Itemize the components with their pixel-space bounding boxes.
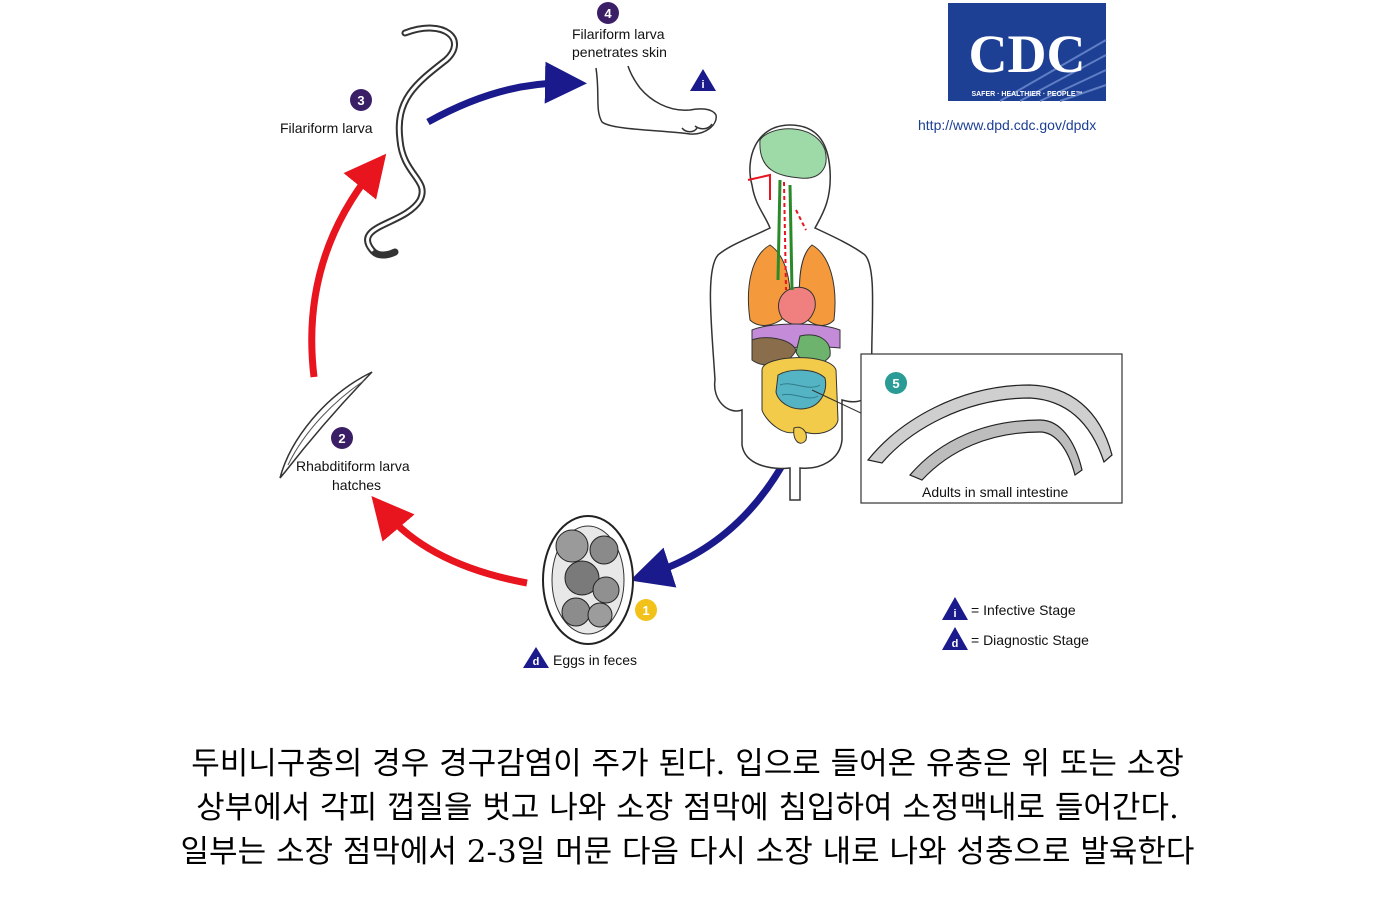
infective-stage-marker-4: i xyxy=(690,69,716,91)
stage-2-label-line2: hatches xyxy=(332,477,381,493)
caption-line-2: 상부에서 각피 껍질을 벗고 나와 소장 점막에 침입하여 소정맥내로 들어간다… xyxy=(196,790,1179,826)
cdc-tagline: SAFER · HEALTHIER · PEOPLE™ xyxy=(971,91,1082,98)
legend-diagnostic-label: = Diagnostic Stage xyxy=(971,632,1089,648)
life-cycle-diagram: 3 Filariform larva 4 Filariform larva pe… xyxy=(279,2,1123,668)
stage-5-number: 5 xyxy=(892,376,899,391)
legend-infective-marker: i xyxy=(942,597,968,620)
intestine-pointer-line xyxy=(811,389,864,415)
stage-3-label: Filariform larva xyxy=(280,120,373,136)
svg-text:d: d xyxy=(533,656,540,668)
svg-text:i: i xyxy=(953,608,956,620)
stage-2-label-line1: Rhabditiform larva xyxy=(296,458,410,474)
arrow-5-to-1 xyxy=(630,453,792,588)
diagnostic-stage-marker-1: d xyxy=(523,647,549,668)
foot-figure xyxy=(595,65,717,135)
stage-1-number: 1 xyxy=(642,603,649,618)
cdc-logo-text: CDC xyxy=(969,24,1086,84)
stage-3-number: 3 xyxy=(357,93,364,108)
arrow-3-to-4 xyxy=(426,61,587,126)
rhabditiform-larva-figure xyxy=(279,371,373,479)
svg-text:d: d xyxy=(952,638,959,650)
stage-3-badge xyxy=(350,89,372,111)
stage-4-label-line1: Filariform larva xyxy=(572,26,665,42)
stage-4-number: 4 xyxy=(604,6,612,21)
arrow-2-to-3 xyxy=(308,153,387,378)
human-body-figure xyxy=(709,124,874,501)
cdc-url: http://www.dpd.cdc.gov/dpdx xyxy=(918,117,1096,133)
legend-infective-label: = Infective Stage xyxy=(971,602,1076,618)
arrow-1-to-2 xyxy=(371,495,528,587)
legend-diagnostic-marker: d xyxy=(942,627,968,650)
filariform-larva-figure xyxy=(364,24,458,259)
caption-line-1: 두비니구충의 경우 경구감염이 주가 된다. 입으로 들어온 유충은 위 또는 … xyxy=(191,746,1184,782)
stage-5-label: Adults in small intestine xyxy=(922,484,1069,500)
stage-1-label: Eggs in feces xyxy=(553,652,637,668)
stage-5-badge xyxy=(885,372,907,394)
stage-2-badge xyxy=(331,427,353,449)
caption-line-3: 일부는 소장 점막에서 2-3일 머문 다음 다시 소장 내로 나와 성충으로 … xyxy=(180,834,1195,870)
legend: i = Infective Stage d = Diagnostic Stage xyxy=(942,597,1089,650)
stage-4-badge xyxy=(597,2,619,24)
stage-1-badge xyxy=(635,599,657,621)
adult-worms-figure xyxy=(866,384,1113,481)
svg-text:i: i xyxy=(701,79,704,91)
cdc-logo: CDC SAFER · HEALTHIER · PEOPLE™ xyxy=(948,3,1107,102)
stage-4-label-line2: penetrates skin xyxy=(572,44,667,60)
egg-figure xyxy=(542,515,634,645)
korean-caption: 두비니구충의 경우 경구감염이 주가 된다. 입으로 들어온 유충은 위 또는 … xyxy=(0,742,1375,874)
stage-2-number: 2 xyxy=(338,431,345,446)
